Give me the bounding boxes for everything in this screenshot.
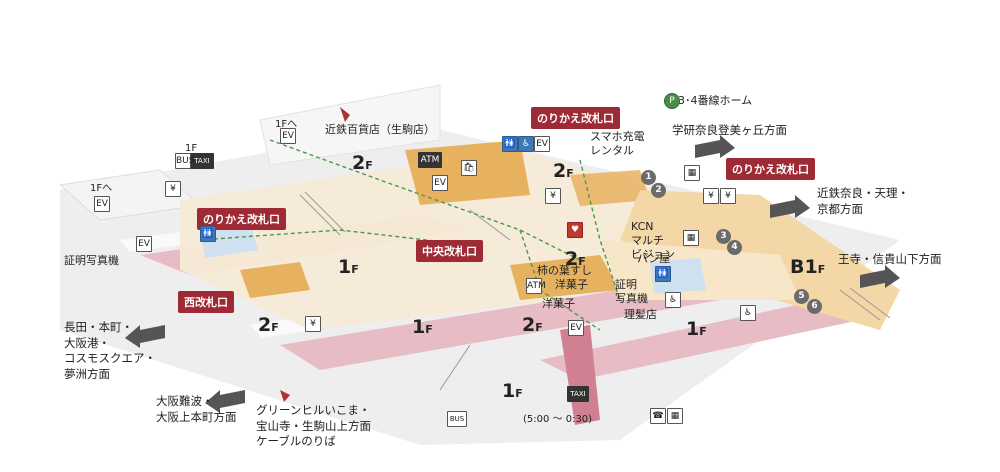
platform-number: 5 (794, 289, 809, 304)
shop-area-3 (240, 262, 310, 298)
platform-route-icon: P (664, 93, 680, 109)
barber-label: 理髪店 (624, 308, 657, 321)
kcn-multivision-label: KCN マルチ ビジョン (631, 220, 675, 261)
kakinoha-sushi-label: 柿の葉すし (537, 264, 592, 277)
yen-icon: ¥ (720, 188, 736, 204)
norikae-gate-west-label[interactable]: のりかえ改札口 (197, 208, 286, 230)
floor-2f-label: 2F (258, 314, 279, 336)
chuo-gate-label[interactable]: 中央改札口 (416, 240, 483, 262)
platform-number: 2 (651, 183, 666, 198)
atm-icon: ATM (418, 152, 442, 168)
yen-icon: ¥ (545, 188, 561, 204)
platform-number: 3 (716, 229, 731, 244)
norikae-gate-east-label[interactable]: のりかえ改札口 (726, 158, 815, 180)
arrow-nara (770, 195, 810, 218)
platform-number: 4 (727, 240, 742, 255)
floor-1f-label: 1F (412, 316, 433, 338)
platform-number: 1 (641, 170, 656, 185)
yen-icon: ¥ (165, 181, 181, 197)
taxi-icon: TAXI (567, 386, 589, 402)
yen-icon: ¥ (305, 316, 321, 332)
floor-b1f-label: B1F (790, 256, 826, 278)
arrow-greenhill (280, 390, 290, 402)
elevator-icon: EV (568, 320, 584, 336)
bakery-label: パン屋 (637, 252, 671, 265)
yen-icon: ¥ (703, 188, 719, 204)
photo-booth-left-label: 証明写真機 (64, 254, 119, 267)
arrow-gakken (695, 135, 735, 158)
red-stair (560, 325, 600, 425)
restroom-icon: 🚻 (655, 266, 671, 282)
opening-hours-label: (5:00 ～ 0:30) (523, 414, 593, 425)
arrow-namba (205, 390, 245, 413)
direction-nara-kyoto: 近鉄奈良・天理・ 京都方面 (817, 186, 909, 216)
floor-2f-label: 2F (352, 152, 373, 174)
direction-nagata: 長田・本町・ 大阪港・ コスモスクエア・ 夢洲方面 (64, 320, 156, 381)
platform-number: 6 (807, 299, 822, 314)
floor-2f-label: 2F (553, 160, 574, 182)
elevator-icon: EV (94, 196, 110, 212)
elevator-icon: EV (136, 236, 152, 252)
norikae-gate-top-label[interactable]: のりかえ改札口 (531, 107, 620, 129)
direction-gakken: 学研奈良登美ヶ丘方面 (672, 123, 787, 137)
floor-1f-label: 1F (502, 380, 523, 402)
to-1f-left-label: 1Fへ (90, 183, 113, 194)
floor-1f-label: 1F (686, 318, 707, 340)
direction-greenhill-cable: グリーンヒルいこま・ 宝山寺・生駒山上方面 ケーブルのりば (256, 403, 371, 449)
left-1f-label: 1F (185, 143, 198, 154)
arrow-nagata (125, 325, 165, 348)
floor-2f-label: 2F (565, 248, 586, 270)
building-outline-top (259, 84, 441, 166)
atm-icon: ATM (526, 278, 546, 294)
floor-2f-label: 2F (522, 314, 543, 336)
bus-icon: BUS (175, 153, 194, 169)
elevator-icon: EV (432, 175, 448, 191)
shop-icon: 🛍 (461, 160, 477, 176)
restroom-icon: 🚻 (200, 226, 216, 242)
yogashi-label: 洋菓子 (542, 297, 575, 310)
coin-locker-icon: ▦ (684, 165, 700, 181)
wheelchair-icon: ♿ (518, 136, 534, 152)
direction-oji: 王寺・信貴山下方面 (838, 252, 942, 266)
aed-icon: ♥ (567, 222, 583, 238)
arrow-kintetsu (340, 107, 350, 122)
yogashi-label: 洋菓子 (555, 278, 588, 291)
coin-locker-icon: ▦ (683, 230, 699, 246)
track-2 (280, 280, 720, 370)
wheelchair-icon: ♿ (740, 305, 756, 321)
coin-locker-icon: ▦ (667, 408, 683, 424)
shop-area-4 (570, 170, 650, 206)
smartphone-rental-label: スマホ充電 レンタル (590, 130, 645, 157)
nishi-gate-label[interactable]: 西改札口 (178, 291, 234, 313)
wheelchair-icon: ♿ (665, 292, 681, 308)
platform-34-label: 3･4番線ホーム (678, 94, 753, 107)
phone-icon: ☎ (650, 408, 666, 424)
bus-icon: BUS (447, 411, 467, 427)
elevator-icon: EV (280, 128, 296, 144)
to-1f-top-label: 1Fへ (275, 119, 298, 130)
elevator-icon: EV (534, 136, 550, 152)
restroom-icon: 🚻 (502, 136, 518, 152)
track-3 (540, 300, 860, 380)
arrow-oji (860, 265, 900, 288)
photo-booth-right-label: 証明 写真機 (615, 278, 648, 305)
direction-namba: 大阪難波・ 大阪上本町方面 (156, 394, 237, 424)
floor-1f-label: 1F (338, 256, 359, 278)
kintetsu-dept-label: 近鉄百貨店（生駒店） (325, 123, 435, 136)
